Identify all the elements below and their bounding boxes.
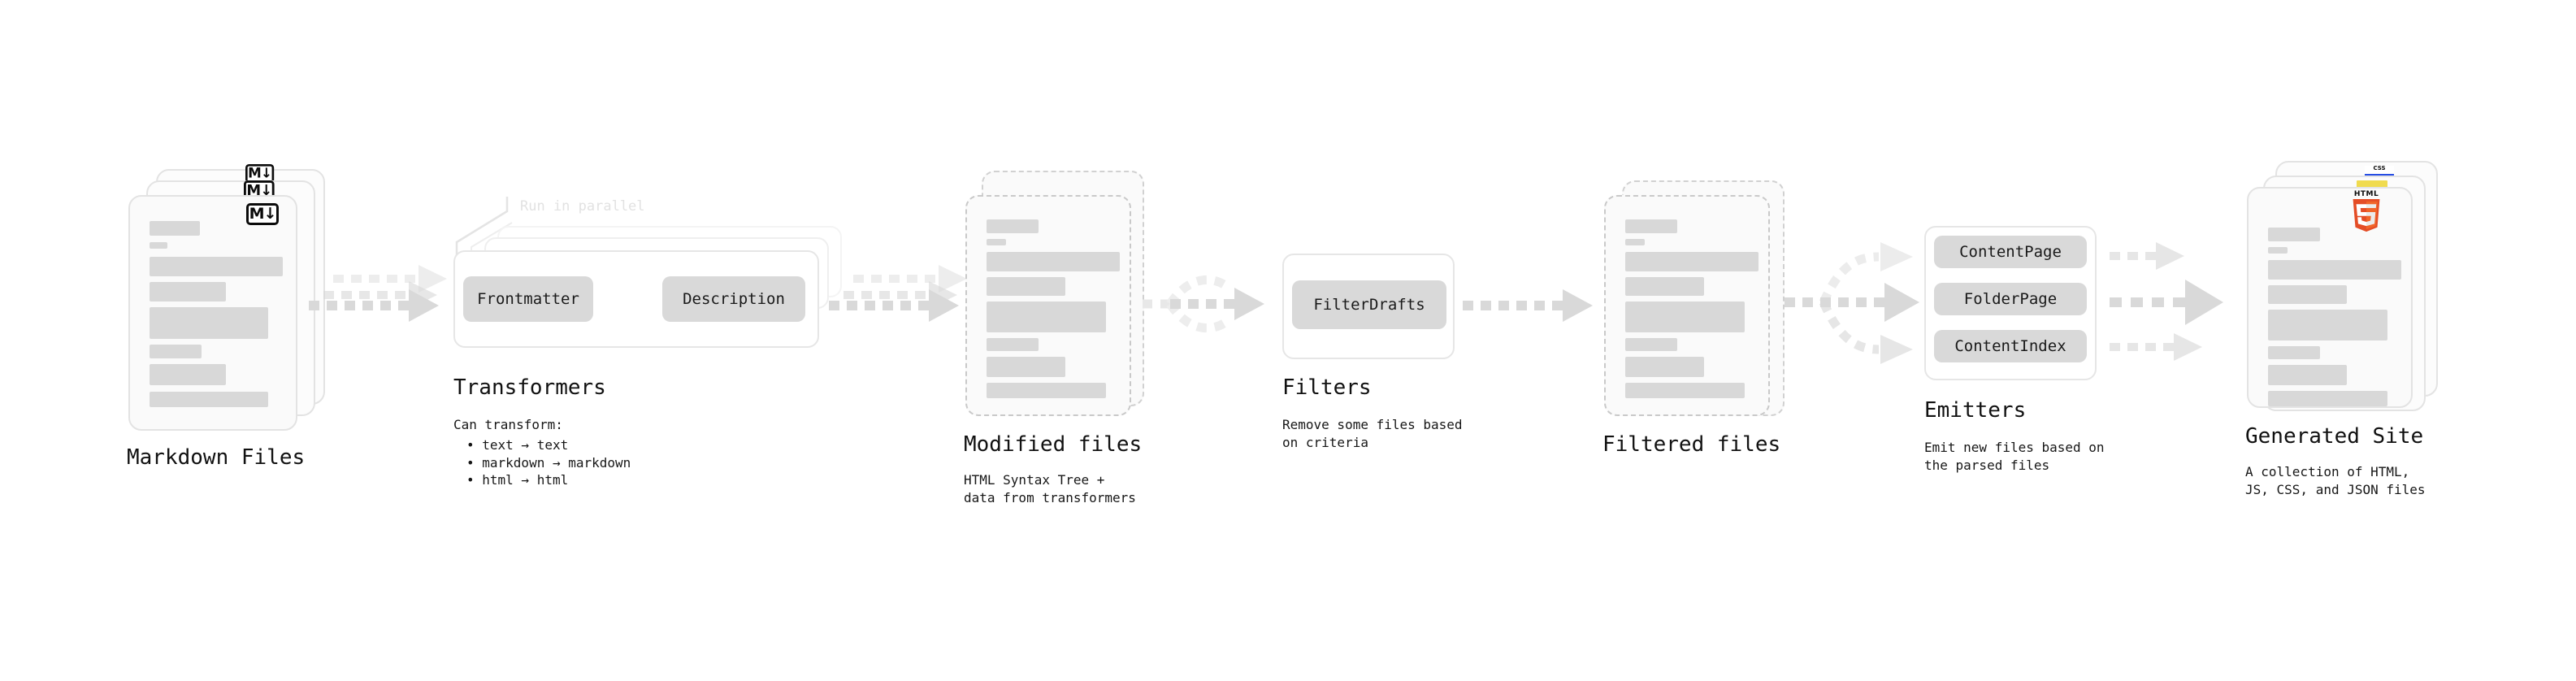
run-in-parallel-label: Run in parallel [520, 198, 645, 215]
skeleton-bar [987, 338, 1039, 351]
skeleton-bar [1625, 301, 1745, 332]
skeleton-bar [150, 242, 167, 249]
stage-subtitle-filters: Remove some files based on criteria [1282, 417, 1463, 450]
stage-subtitle-modified-files: HTML Syntax Tree + data from transformer… [964, 472, 1136, 505]
skeleton-bar [1625, 383, 1745, 398]
markdown-file-card-front [128, 195, 297, 431]
skeleton-bar [2268, 346, 2320, 359]
stage-title-markdown-files: Markdown Files [127, 445, 306, 470]
connector-emitters-to-site [2110, 229, 2256, 375]
stage-title-generated-site: Generated Site [2245, 424, 2424, 449]
emitter-chip-contentindex[interactable]: ContentIndex [1934, 330, 2087, 362]
filter-chip-filterdrafts[interactable]: FilterDrafts [1292, 280, 1446, 329]
connector-transformers-to-modified [829, 265, 991, 341]
skeleton-bar [987, 357, 1065, 377]
stage-title-modified-files: Modified files [964, 432, 1143, 457]
stage-title-filters: Filters [1282, 375, 1372, 400]
skeleton-bar [987, 252, 1120, 271]
site-file-card-front [2247, 187, 2413, 408]
skeleton-bar [150, 345, 202, 358]
skeleton-bar [987, 239, 1006, 245]
connector-filtered-to-emitters [1776, 229, 1955, 375]
transformer-chip-description[interactable]: Description [662, 276, 805, 322]
skeleton-bar [2268, 247, 2288, 254]
skeleton-bar [1625, 252, 1759, 271]
skeleton-bar [1625, 239, 1645, 245]
transformers-bullet-list: • text → text • markdown → markdown • ht… [466, 436, 631, 489]
stage-title-filtered-files: Filtered files [1602, 432, 1781, 457]
emitter-chip-contentpage[interactable]: ContentPage [1934, 236, 2087, 268]
skeleton-bar [2268, 260, 2401, 280]
skeleton-bar [150, 221, 200, 236]
skeleton-bar [2268, 365, 2347, 385]
skeleton-bar [1625, 277, 1704, 296]
markdown-icon-back: M↓ [245, 164, 275, 184]
connector-md-to-transformers [309, 265, 471, 341]
connector-filters-to-filtered [1463, 283, 1601, 328]
stage-subtitle-emitters: Emit new files based on the parsed files [1924, 440, 2105, 473]
skeleton-bar [2268, 391, 2387, 406]
bullet-item: • markdown → markdown [466, 454, 631, 471]
stage-title-transformers: Transformers [453, 375, 606, 400]
skeleton-bar [2268, 285, 2347, 304]
html5-icon: HTML [2348, 191, 2384, 232]
transformer-chip-frontmatter[interactable]: Frontmatter [463, 276, 593, 322]
markdown-icon: M↓ [246, 203, 279, 225]
skeleton-bar [1625, 338, 1677, 351]
skeleton-bar [1625, 219, 1677, 233]
stage-title-emitters: Emitters [1924, 398, 2027, 423]
skeleton-bar [150, 257, 283, 276]
skeleton-bar [987, 219, 1039, 233]
emitter-chip-folderpage[interactable]: FolderPage [1934, 283, 2087, 315]
modified-file-card-front [965, 195, 1131, 416]
html5-wordmark: HTML [2353, 190, 2379, 198]
stage-subtitle-transformers: Can transform: [453, 417, 563, 432]
skeleton-bar [2268, 228, 2320, 241]
bullet-item: • html → html [466, 472, 569, 488]
skeleton-bar [150, 282, 226, 301]
skeleton-bar [150, 307, 268, 339]
filtered-file-card-front [1604, 195, 1770, 416]
stage-subtitle-generated-site: A collection of HTML, JS, CSS, and JSON … [2245, 464, 2426, 497]
skeleton-bar [2268, 310, 2387, 340]
skeleton-bar [1625, 357, 1704, 377]
skeleton-bar [150, 364, 226, 385]
skeleton-bar [987, 277, 1065, 296]
bullet-item: • text → text [466, 437, 569, 453]
skeleton-bar [987, 301, 1106, 332]
skeleton-bar [150, 392, 268, 407]
connector-modified-to-filters [1138, 268, 1284, 341]
html5-shield [2353, 199, 2380, 232]
skeleton-bar [987, 383, 1106, 398]
